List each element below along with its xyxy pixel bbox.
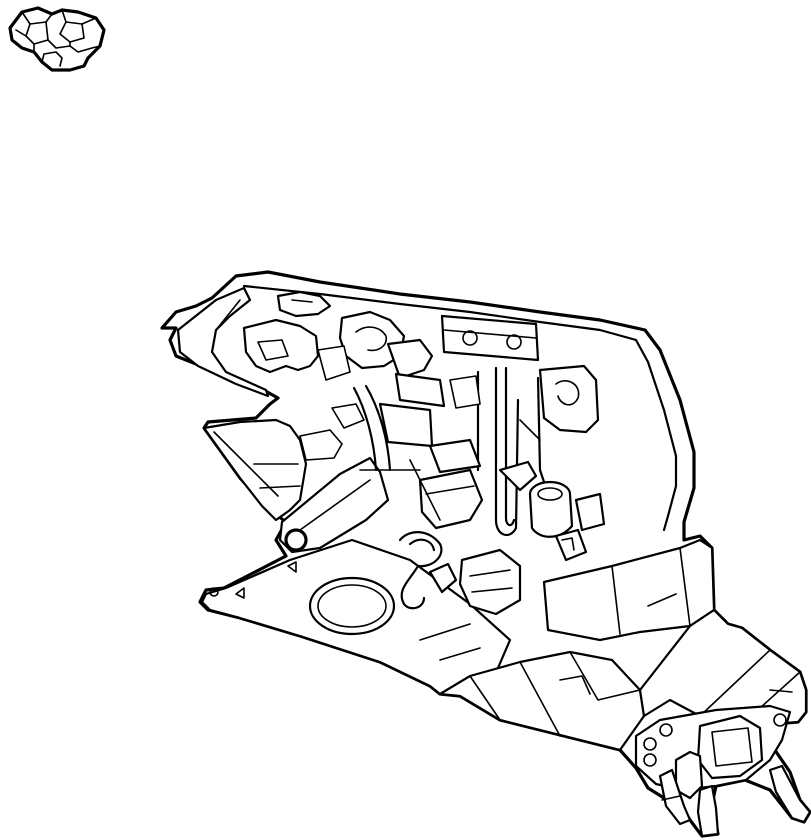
internal-components [242, 290, 606, 616]
small-connector-part [8, 6, 106, 72]
main-hvac-assembly [160, 270, 811, 838]
blower-motor-connector [634, 689, 811, 838]
